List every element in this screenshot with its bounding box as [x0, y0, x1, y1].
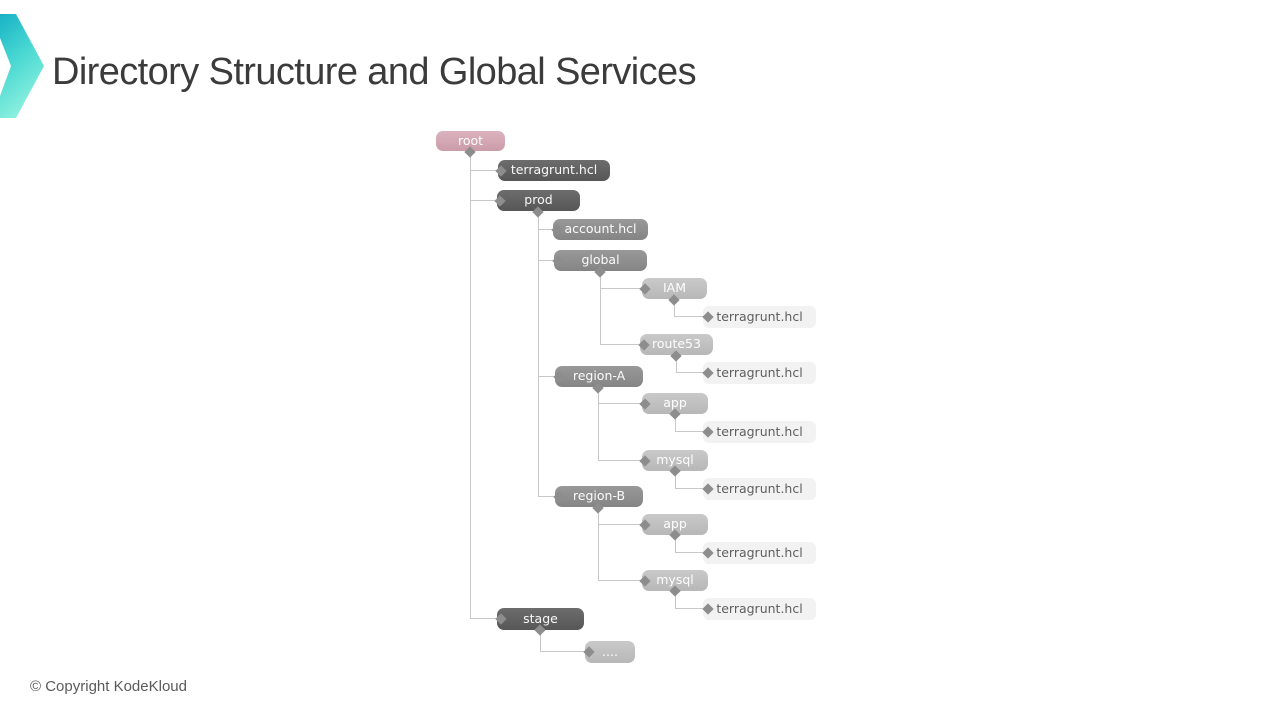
connector-line	[675, 535, 676, 553]
node-root: root	[436, 131, 505, 151]
node-region-a-app: app	[642, 393, 708, 414]
connector-line	[674, 299, 675, 317]
node-region-b-mysql: mysql	[642, 570, 708, 591]
connector-line	[540, 630, 541, 652]
connector-line	[675, 413, 676, 432]
node-route53-terragrunt-hcl: terragrunt.hcl	[703, 362, 816, 384]
connector-line	[675, 552, 709, 553]
connector-line	[676, 355, 677, 373]
connector-line	[674, 316, 709, 317]
node-stage-dots: ....	[585, 641, 635, 663]
node-region-a: region-A	[555, 366, 643, 387]
page-title: Directory Structure and Global Services	[52, 51, 697, 93]
connector-line	[675, 471, 676, 489]
node-stage: stage	[497, 608, 584, 630]
node-account-hcl: account.hcl	[553, 219, 648, 240]
connector-line	[538, 260, 559, 261]
node-root-terragrunt-hcl: terragrunt.hcl	[498, 160, 610, 181]
connector-line	[538, 211, 539, 497]
node-prod: prod	[497, 190, 580, 211]
connector-line	[598, 507, 599, 581]
connector-line	[598, 387, 599, 461]
connector-line	[675, 608, 709, 609]
connector-line	[598, 460, 646, 461]
connector-line	[538, 229, 558, 230]
node-global: global	[554, 250, 647, 271]
kodekloud-logo-icon	[0, 14, 44, 118]
connector-line	[540, 651, 590, 652]
connector-line	[538, 376, 560, 377]
connector-line	[675, 488, 709, 489]
connector-line	[598, 580, 646, 581]
copyright-text: © Copyright KodeKloud	[30, 678, 187, 695]
connector-line	[598, 403, 646, 404]
connector-line	[470, 170, 502, 171]
connector-line	[675, 591, 676, 609]
connector-line	[470, 152, 471, 618]
connector-line	[598, 524, 646, 525]
connector-line	[675, 431, 709, 432]
connector-line	[470, 200, 501, 201]
connector-line	[600, 288, 646, 289]
connector-line	[600, 344, 645, 345]
node-region-b-app-terragrunt-hcl: terragrunt.hcl	[703, 542, 816, 564]
node-region-b-app: app	[642, 514, 708, 535]
connector-line	[470, 618, 502, 619]
node-region-b-mysql-terragrunt-hcl: terragrunt.hcl	[703, 598, 816, 620]
connector-line	[538, 496, 560, 497]
node-region-a-app-terragrunt-hcl: terragrunt.hcl	[703, 421, 816, 443]
node-region-a-mysql-terragrunt-hcl: terragrunt.hcl	[703, 478, 816, 500]
node-route53: route53	[640, 334, 713, 355]
connector-line	[676, 372, 709, 373]
node-iam: IAM	[642, 278, 707, 299]
node-region-b: region-B	[555, 486, 643, 507]
node-iam-terragrunt-hcl: terragrunt.hcl	[703, 306, 816, 328]
connector-line	[600, 271, 601, 345]
node-region-a-mysql: mysql	[642, 450, 708, 471]
